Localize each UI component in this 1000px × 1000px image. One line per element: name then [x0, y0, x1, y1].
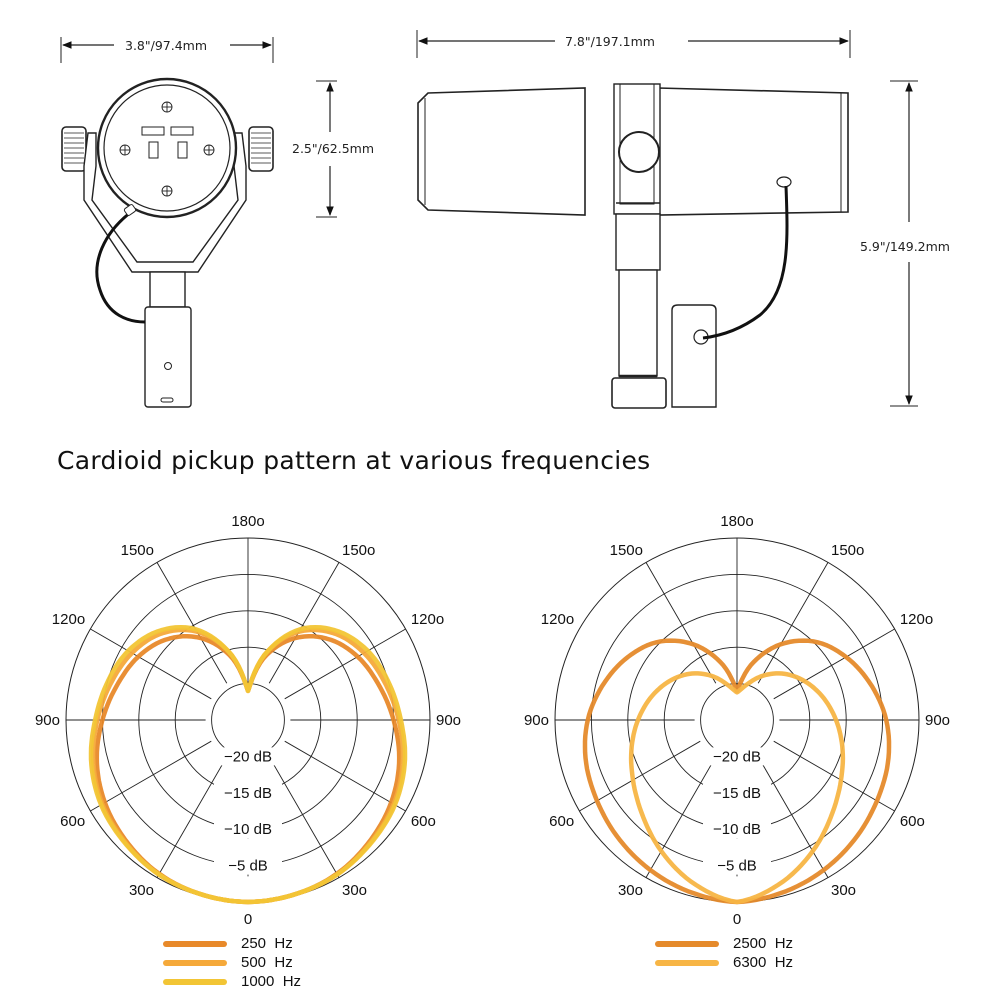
angle-label-90: 90o — [436, 712, 461, 729]
spoke-120 — [90, 628, 212, 700]
angle-label-0: 0 — [244, 911, 252, 928]
legend-label-6300hz: 6300 Hz — [733, 954, 794, 971]
spoke-30 — [156, 756, 228, 878]
angle-labels: 180o 150o 150o 120o 120o 90o 90o 60o 60o 30o 30o 0 — [524, 513, 950, 928]
angle-labels: 180o 150o 150o 120o 120o 90o 90o 60o 60o 30o 30o 0 — [35, 513, 461, 928]
spoke-60 — [284, 740, 406, 812]
angle-label-120: 120o — [52, 611, 85, 628]
grid-ring — [211, 683, 285, 757]
db-label-bg — [214, 856, 282, 875]
legend-low-frequencies: 250 Hz 500 Hz 1000 Hz — [163, 934, 301, 991]
angle-label-90: 90o — [35, 712, 60, 729]
polar-chart-low-frequencies: 180o 150o 150o 120o 120o 90o 90o 60o 60o 30o 30o 0 −… — [35, 513, 461, 928]
spoke-30 — [757, 756, 829, 878]
angle-label-150: 150o — [831, 542, 864, 559]
angle-label-120: 120o — [541, 611, 574, 628]
pattern-curves — [582, 638, 892, 905]
legend-high-frequencies: 2500 Hz 6300 Hz — [655, 934, 793, 972]
db-label: −15 dB — [224, 785, 272, 802]
legend-item-6300hz: 6300 Hz — [655, 953, 793, 972]
spoke-120 — [773, 628, 895, 700]
angle-label-180: 180o — [231, 513, 264, 530]
spoke-150 — [268, 562, 340, 684]
legend-swatch-1000hz — [163, 978, 227, 985]
legend-label-500hz: 500 Hz — [241, 954, 293, 971]
spoke-60 — [579, 740, 701, 812]
angle-label-120: 120o — [411, 611, 444, 628]
db-label: −20 dB — [224, 748, 272, 765]
pattern-curves — [88, 624, 408, 905]
legend-swatch-250hz — [163, 940, 227, 947]
legend-swatch-2500hz — [655, 940, 719, 947]
db-label: −20 dB — [713, 748, 761, 765]
side-length-label: 7.8"/197.1mm — [565, 34, 655, 49]
angle-label-150: 150o — [342, 542, 375, 559]
db-label-bg — [703, 747, 771, 766]
angle-label-60: 60o — [549, 813, 574, 830]
angle-label-180: 180o — [720, 513, 753, 530]
spoke-150 — [156, 562, 228, 684]
db-label: −15 dB — [713, 785, 761, 802]
angle-label-90: 90o — [925, 712, 950, 729]
polar-grid — [554, 537, 920, 903]
side-height-label: 5.9"/149.2mm — [860, 239, 950, 254]
angle-label-0: 0 — [733, 911, 741, 928]
front-height-label: 2.5"/62.5mm — [292, 141, 374, 156]
legend-item-250hz: 250 Hz — [163, 934, 301, 953]
angle-label-150: 150o — [610, 542, 643, 559]
front-view-drawing — [60, 37, 337, 408]
front-width-label: 3.8"/97.4mm — [125, 38, 207, 53]
db-label-bg — [214, 820, 282, 839]
side-view-drawing — [416, 30, 918, 409]
db-labels: −20 dB −15 dB −10 dB −5 dB — [703, 747, 771, 875]
angle-label-90: 90o — [524, 712, 549, 729]
angle-label-30: 30o — [831, 882, 856, 899]
spoke-60 — [773, 740, 895, 812]
db-label-bg — [703, 856, 771, 875]
db-label: −10 dB — [713, 821, 761, 838]
db-labels: −20 dB −15 dB −10 dB −5 dB — [214, 747, 282, 875]
series-curve-1000hz — [88, 624, 408, 905]
angle-label-60: 60o — [411, 813, 436, 830]
polar-grid — [65, 537, 431, 903]
angle-label-150: 150o — [121, 542, 154, 559]
db-label-bg — [214, 747, 282, 766]
legend-item-2500hz: 2500 Hz — [655, 934, 793, 953]
series-curve-6300hz — [628, 671, 846, 905]
spoke-120 — [284, 628, 406, 700]
legend-label-250hz: 250 Hz — [241, 935, 293, 952]
db-label: −5 dB — [228, 858, 268, 875]
angle-label-30: 30o — [342, 882, 367, 899]
db-label: −10 dB — [224, 821, 272, 838]
spoke-30 — [645, 756, 717, 878]
angle-label-30: 30o — [618, 882, 643, 899]
legend-swatch-6300hz — [655, 959, 719, 966]
angle-label-120: 120o — [900, 611, 933, 628]
db-label-bg — [703, 783, 771, 802]
legend-label-2500hz: 2500 Hz — [733, 935, 794, 952]
db-label-bg — [703, 820, 771, 839]
section-title: Cardioid pickup pattern at various frequ… — [57, 446, 651, 475]
db-label: −5 dB — [717, 858, 757, 875]
angle-label-30: 30o — [129, 882, 154, 899]
spoke-150 — [645, 562, 717, 684]
angle-label-60: 60o — [900, 813, 925, 830]
dimension-drawings: 3.8"/97.4mm 2.5"/62.5mm 7 — [60, 30, 950, 409]
db-label-bg — [214, 783, 282, 802]
legend-swatch-500hz — [163, 959, 227, 966]
legend-item-1000hz: 1000 Hz — [163, 972, 301, 991]
polar-chart-high-frequencies: 180o 150o 150o 120o 120o 90o 90o 60o 60o 30o 30o 0 −… — [524, 513, 950, 928]
spoke-60 — [90, 740, 212, 812]
spoke-30 — [268, 756, 340, 878]
legend-item-500hz: 500 Hz — [163, 953, 301, 972]
angle-label-60: 60o — [60, 813, 85, 830]
legend-label-1000hz: 1000 Hz — [241, 973, 302, 990]
spoke-150 — [757, 562, 829, 684]
